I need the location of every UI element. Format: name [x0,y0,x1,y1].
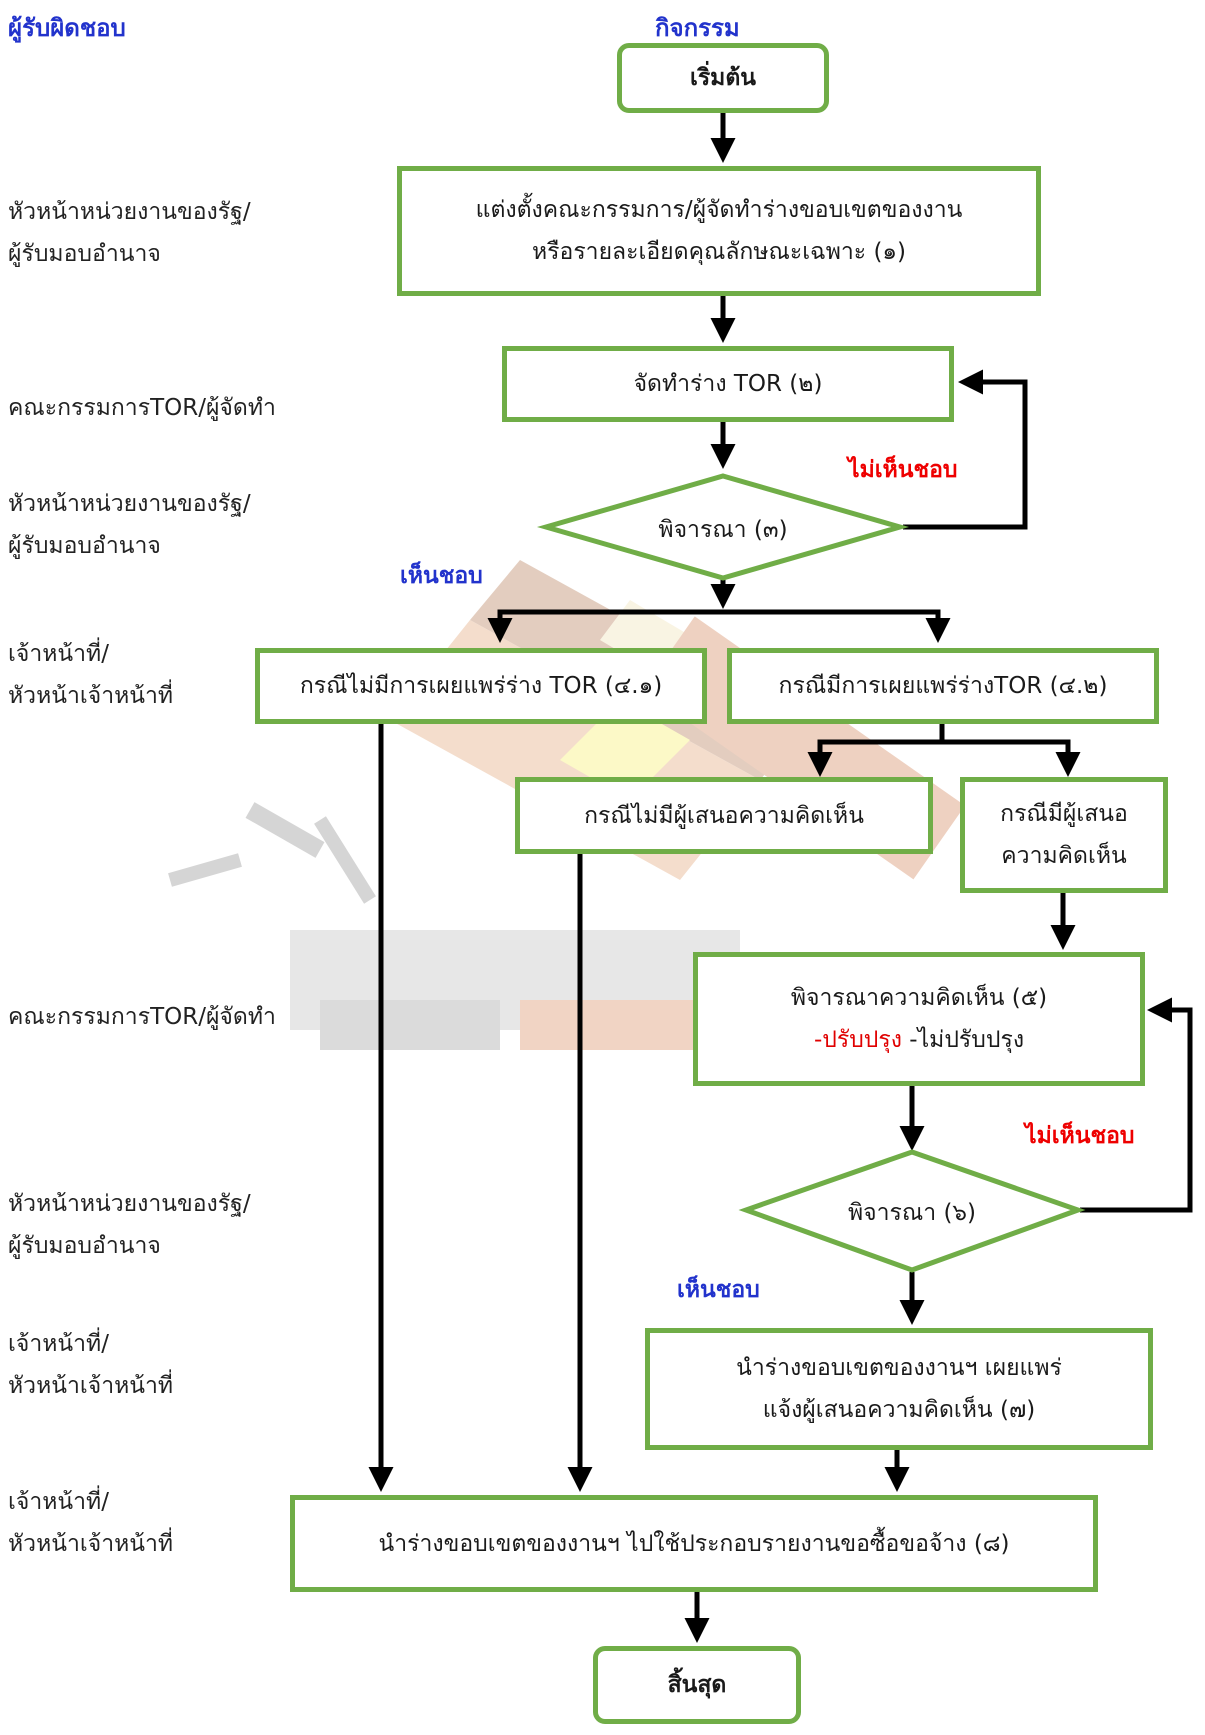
step-5-review-comments: พิจารณาความคิดเห็น (๕) -ปรับปรุง -ไม่ปรั… [693,952,1145,1086]
disapprove-label: ไม่เห็นชอบ [848,457,958,483]
role-label: เจ้าหน้าที่/หัวหน้าเจ้าหน้าที่ [8,641,174,709]
activity-header: กิจกรรม [655,14,740,42]
role-label: หัวหน้าหน่วยงานของรัฐ/ผู้รับมอบอำนาจ [8,1191,251,1259]
decision-diamond-3 [536,473,910,581]
step-4-2-publish: กรณีมีการเผยแพร่ร่างTOR (๔.๒) [727,648,1159,724]
role-label: คณะกรรมการTOR/ผู้จัดทำ [8,395,276,421]
step-4-1-no-publish: กรณีไม่มีการเผยแพร่ร่าง TOR (๔.๑) [255,648,707,724]
step-8-use-in-report: นำร่างขอบเขตของงานฯ ไปใช้ประกอบรายงานขอซ… [290,1495,1098,1592]
disapprove-label: ไม่เห็นชอบ [1025,1123,1135,1149]
step-1-appoint-committee: แต่งตั้งคณะกรรมการ/ผู้จัดทำร่างขอบเขตของ… [397,166,1041,296]
case-no-comment: กรณีไม่มีผู้เสนอความคิดเห็น [515,777,933,854]
end-node: สิ้นสุด [593,1646,801,1724]
decision-diamond-6 [738,1149,1086,1273]
improve-option: -ปรับปรุง [813,1027,902,1053]
step-2-draft-tor: จัดทำร่าง TOR (๒) [502,346,954,422]
responsible-header: ผู้รับผิดชอบ [8,14,126,42]
start-node: เริ่มต้น [617,43,829,113]
role-label: เจ้าหน้าที่/หัวหน้าเจ้าหน้าที่ [8,1489,174,1557]
approve-label: เห็นชอบ [400,563,483,589]
role-label: เจ้าหน้าที่/หัวหน้าเจ้าหน้าที่ [8,1331,174,1399]
not-improve-option: -ไม่ปรับปรุง [901,1027,1025,1053]
case-has-comment: กรณีมีผู้เสนอ ความคิดเห็น [960,777,1168,893]
role-label: หัวหน้าหน่วยงานของรัฐ/ผู้รับมอบอำนาจ [8,491,251,559]
step-7-publish-notify: นำร่างขอบเขตของงานฯ เผยแพร่ แจ้งผู้เสนอค… [645,1328,1153,1450]
decision-3-label: พิจารณา (๓) [658,517,788,543]
decision-6-label: พิจารณา (๖) [847,1200,977,1226]
role-label: คณะกรรมการTOR/ผู้จัดทำ [8,1004,276,1030]
approve-label: เห็นชอบ [677,1277,760,1303]
role-label: หัวหน้าหน่วยงานของรัฐ/ผู้รับมอบอำนาจ [8,199,251,267]
